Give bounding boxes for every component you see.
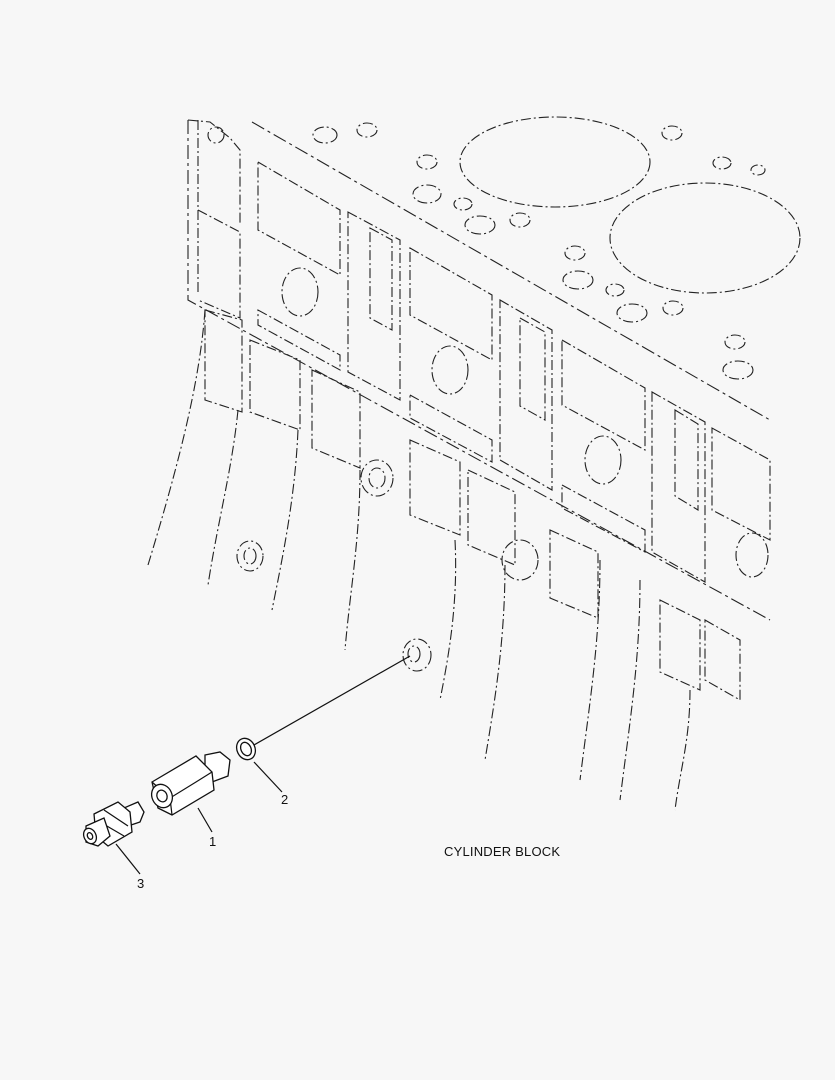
diagram-caption: CYLINDER BLOCK: [444, 844, 561, 859]
callout-1: 1: [209, 834, 217, 849]
assembly-axis-line: [253, 655, 411, 746]
callout-3: 3: [137, 876, 145, 891]
callout-2: 2: [281, 792, 289, 807]
leader-line-1: [197, 807, 213, 833]
adapter-part-1: [150, 751, 231, 816]
washer-part-2: [235, 737, 257, 761]
sender-part-3: [82, 801, 145, 847]
cylinder-block: [147, 116, 801, 811]
leader-line-2: [253, 761, 283, 793]
leader-line-3: [115, 843, 141, 875]
